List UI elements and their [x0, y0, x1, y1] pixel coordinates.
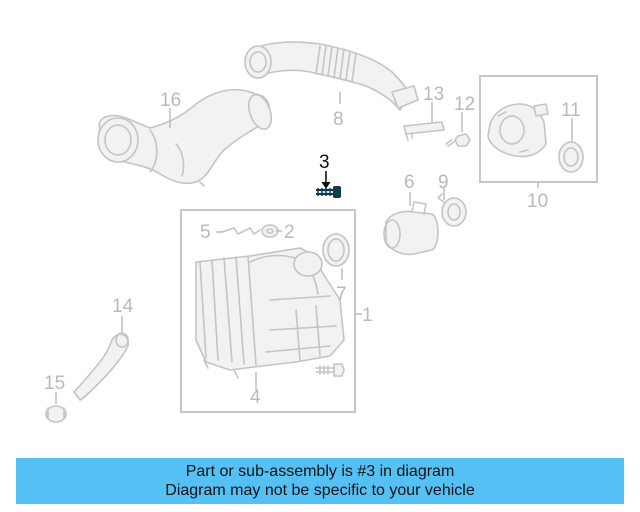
part-14-hose[interactable]: [73, 332, 129, 401]
callout-6: 6: [404, 172, 415, 193]
part-13-bracket[interactable]: [403, 121, 445, 141]
parts-diagram: 16 8 13 12 11 10 3 6 9 5 2 7 1 4 14 15: [44, 41, 598, 423]
callout-13: 13: [423, 84, 444, 105]
callout-14: 14: [112, 296, 134, 317]
banner-line-2: Diagram may not be specific to your vehi…: [165, 482, 475, 499]
info-banner: Part or sub-assembly is #3 in diagram Di…: [16, 458, 624, 504]
part-8-intake-hose[interactable]: [244, 41, 419, 111]
housing-bolt[interactable]: [315, 363, 345, 377]
callout-5: 5: [200, 222, 211, 243]
part-6-sensor[interactable]: [383, 201, 439, 256]
part-7-gasket[interactable]: [322, 233, 350, 267]
callout-8: 8: [333, 109, 344, 130]
callout-7: 7: [336, 284, 347, 305]
part-2-grommet[interactable]: [261, 224, 279, 238]
leader-lines: [55, 92, 573, 404]
callout-2: 2: [284, 222, 295, 243]
callout-16: 16: [160, 90, 181, 111]
callout-11: 11: [561, 100, 581, 121]
assembly-box-1: [180, 209, 356, 413]
callout-9: 9: [438, 172, 449, 193]
part-5-clip[interactable]: [221, 227, 261, 235]
part-16-intake-duct[interactable]: [97, 88, 276, 187]
callout-10: 10: [527, 191, 548, 212]
part-12-bolt[interactable]: [445, 133, 471, 147]
callout-15: 15: [44, 373, 65, 394]
part-10-housing[interactable]: [487, 103, 549, 158]
callout-12: 12: [454, 94, 475, 115]
part-3-screw[interactable]: [316, 186, 341, 198]
part-15-cap[interactable]: [45, 405, 67, 423]
banner-line-1: Part or sub-assembly is #3 in diagram: [185, 463, 455, 480]
callout-4: 4: [250, 387, 261, 408]
part-1-air-cleaner[interactable]: [195, 247, 345, 379]
callout-1: 1: [362, 305, 373, 326]
part-9-clamp[interactable]: [437, 193, 467, 227]
callout-3: 3: [319, 152, 330, 173]
part-11-seal[interactable]: [558, 141, 584, 173]
callout-labels: 16 8 13 12 11 10 3 6 9 5 2 7 1 4 14 15: [44, 84, 581, 408]
